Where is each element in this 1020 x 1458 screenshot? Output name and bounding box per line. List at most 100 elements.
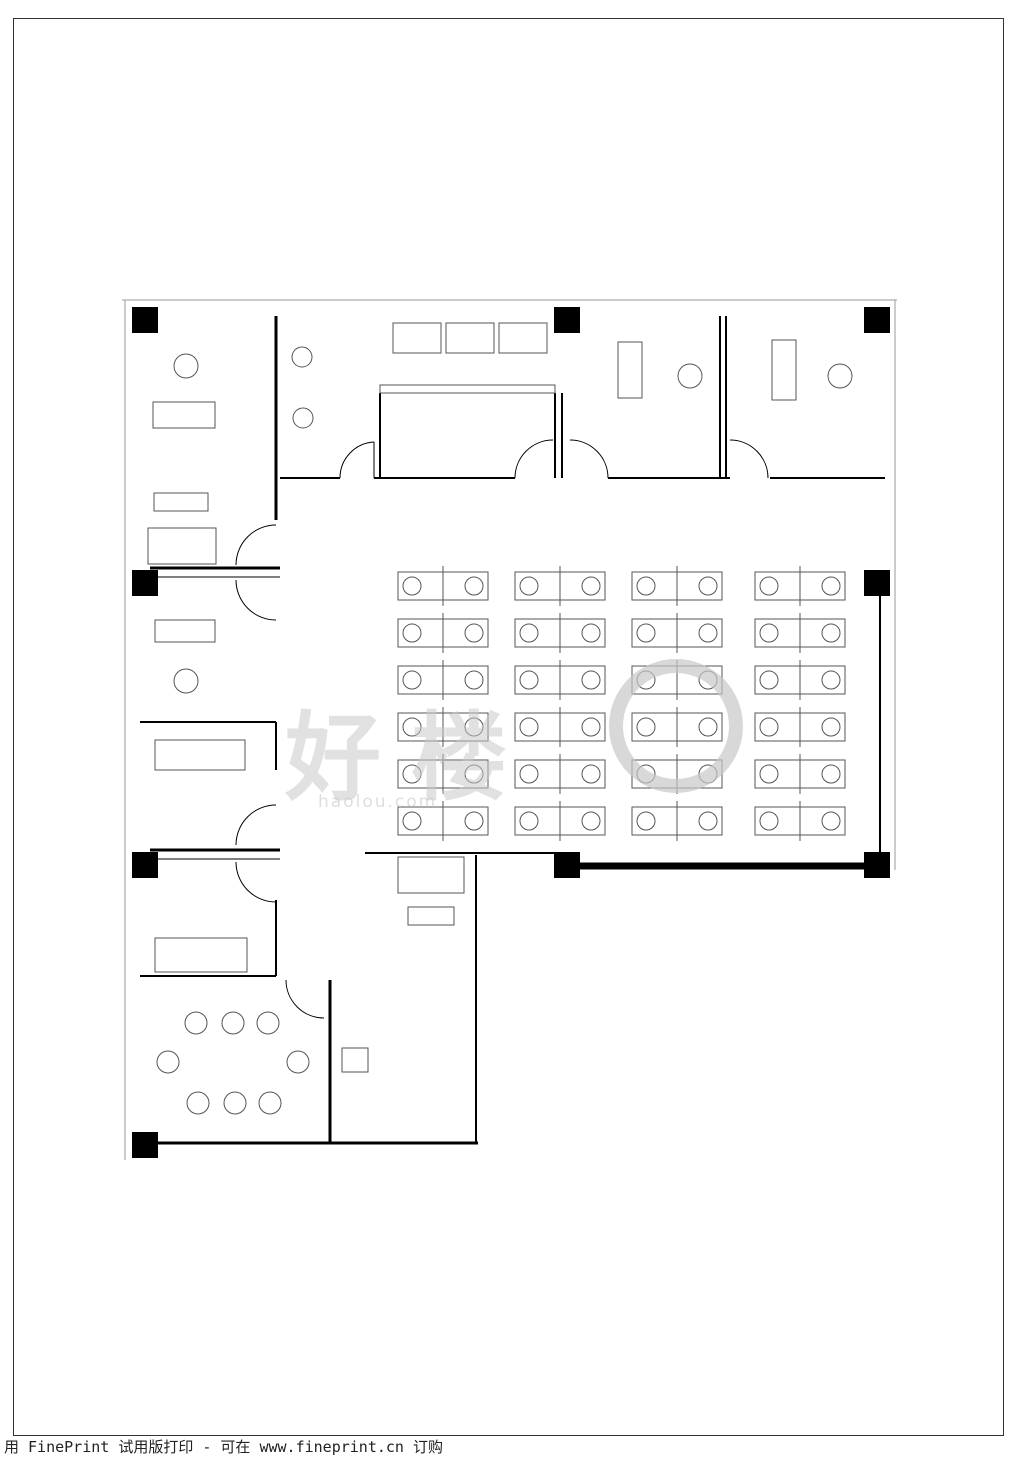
desk-chair-icon	[698, 717, 718, 737]
workstation	[754, 754, 846, 794]
door-swing-icon	[285, 979, 325, 1019]
column-icon	[132, 852, 158, 878]
sofa-icon	[147, 527, 217, 565]
columns	[132, 307, 890, 1158]
door-swing-icon	[339, 441, 375, 479]
workstation	[754, 613, 846, 653]
workstation	[631, 613, 723, 653]
print-footer: 用 FinePrint 试用版打印 - 可在 www.fineprint.cn …	[4, 1438, 443, 1456]
workstation	[397, 566, 489, 606]
column-icon	[864, 307, 890, 333]
desk-chair-icon	[636, 717, 656, 737]
desk-chair-icon	[581, 623, 601, 643]
desk-chair-icon	[759, 670, 779, 690]
desk-chair-icon	[519, 623, 539, 643]
workstation	[754, 660, 846, 700]
desk-chair-icon	[173, 353, 199, 379]
desk-chair-icon	[821, 576, 841, 596]
desk-chair-icon	[581, 670, 601, 690]
column-icon	[864, 570, 890, 596]
door-swing-icon	[235, 579, 277, 621]
column-icon	[132, 1132, 158, 1158]
workstation	[754, 707, 846, 747]
desk-chair-icon	[464, 717, 484, 737]
column-icon	[554, 307, 580, 333]
desk-chair-icon	[581, 811, 601, 831]
desk-chair-icon	[821, 623, 841, 643]
desk-chair-icon	[677, 363, 703, 389]
door-swing-icon	[235, 804, 277, 846]
workstation	[397, 754, 489, 794]
desk-chair-icon	[636, 576, 656, 596]
desk-chair-icon	[402, 764, 422, 784]
desk-chair-icon	[464, 670, 484, 690]
column-icon	[132, 307, 158, 333]
page-frame	[13, 18, 1004, 1436]
workstation	[631, 801, 723, 841]
furniture	[147, 322, 853, 1115]
desk-chair-icon	[464, 811, 484, 831]
desk-chair-icon	[759, 717, 779, 737]
desk-chair-icon	[173, 668, 199, 694]
desk-chair-icon	[402, 576, 422, 596]
desk-chair-icon	[698, 576, 718, 596]
workstation	[397, 801, 489, 841]
door-swing-icon	[729, 439, 769, 479]
workstation	[514, 707, 606, 747]
door-swing-icon	[235, 861, 277, 903]
workstation	[631, 566, 723, 606]
column-icon	[132, 570, 158, 596]
desk-chair-icon	[698, 811, 718, 831]
desk-chair-icon	[464, 576, 484, 596]
meeting-table-icon	[156, 1011, 310, 1115]
door-swing-icon	[235, 524, 277, 566]
desk-chair-icon	[292, 407, 314, 429]
desk-chair-icon	[581, 717, 601, 737]
desk-chair-icon	[759, 764, 779, 784]
workstation	[397, 707, 489, 747]
desk-chair-icon	[402, 717, 422, 737]
workstation	[514, 801, 606, 841]
desk-chair-icon	[581, 576, 601, 596]
sofa-icon	[154, 619, 216, 643]
desk-chair-icon	[519, 717, 539, 737]
desk-chair-icon	[402, 811, 422, 831]
workstation	[397, 660, 489, 700]
column-icon	[864, 852, 890, 878]
workstation	[397, 613, 489, 653]
desk-chair-icon	[698, 623, 718, 643]
workstation	[514, 566, 606, 606]
desk-chair-icon	[636, 811, 656, 831]
workstation	[754, 566, 846, 606]
desk-chair-icon	[821, 717, 841, 737]
sofa-icon	[152, 401, 216, 429]
desk-chair-icon	[821, 811, 841, 831]
desk-chair-icon	[827, 363, 853, 389]
door-swing-icon	[569, 439, 609, 479]
desk-chair-icon	[464, 764, 484, 784]
workstation	[631, 707, 723, 747]
workstation	[514, 754, 606, 794]
desk-chair-icon	[402, 623, 422, 643]
workstation	[514, 660, 606, 700]
desk-chair-icon	[519, 576, 539, 596]
outer-walls	[122, 299, 897, 1160]
door-swing-icon	[514, 439, 554, 479]
desk-chair-icon	[519, 764, 539, 784]
column-icon	[554, 852, 580, 878]
circle-logo-icon	[609, 659, 743, 793]
desk-chair-icon	[402, 670, 422, 690]
desk-chair-icon	[636, 623, 656, 643]
desk-chair-icon	[759, 811, 779, 831]
desk-chair-icon	[821, 670, 841, 690]
desk-chair-icon	[464, 623, 484, 643]
desk-chair-icon	[519, 811, 539, 831]
desk-chair-icon	[519, 670, 539, 690]
workstation	[514, 613, 606, 653]
desk-chair-icon	[581, 764, 601, 784]
desk-chair-icon	[759, 576, 779, 596]
desk-chair-icon	[821, 764, 841, 784]
doors	[235, 439, 769, 1019]
workstation	[754, 801, 846, 841]
